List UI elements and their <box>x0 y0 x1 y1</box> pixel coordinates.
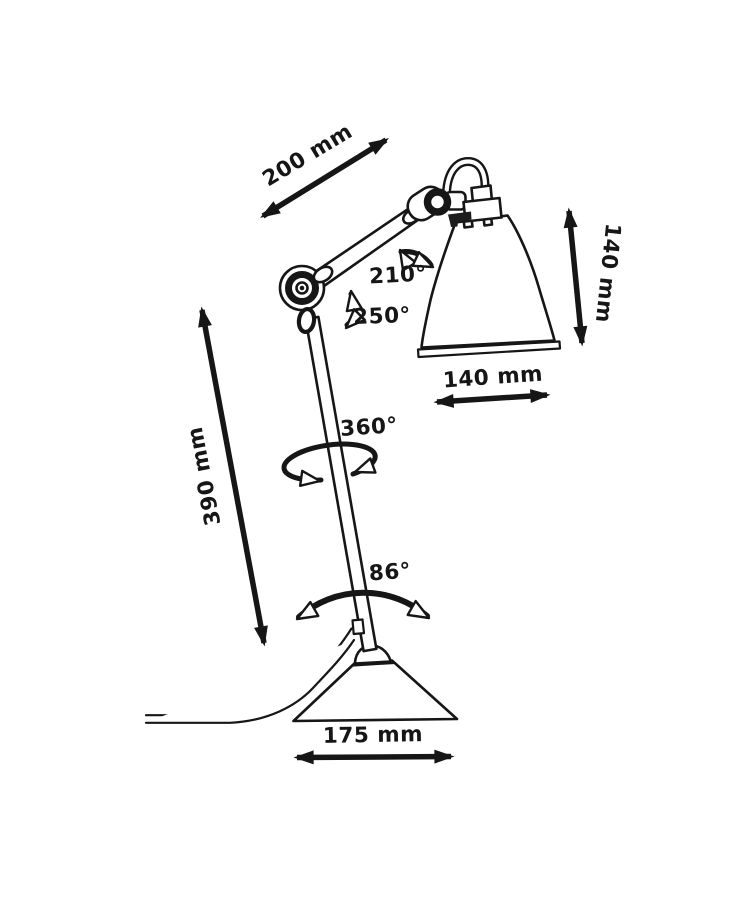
elbow-knob <box>312 265 334 284</box>
lamp-head <box>406 156 490 222</box>
lamp-shade <box>416 214 562 359</box>
stem-cable-clip <box>351 618 366 636</box>
dim-label-arm-length: 200 mm <box>258 119 357 192</box>
angle-arrow-elbow-rotation <box>344 289 366 330</box>
dim-label-base-diameter: 175 mm <box>323 722 424 749</box>
dim-arrow-stem-height <box>198 306 268 647</box>
dim-label-shade-height: 140 mm <box>590 222 625 324</box>
lamp-stem <box>304 315 378 653</box>
dim-label-shade-diameter: 140 mm <box>442 362 544 394</box>
head-pivot <box>423 188 452 216</box>
dim-arrow-shade-diameter <box>433 389 551 408</box>
elbow-joint <box>278 264 334 335</box>
shade-rim <box>416 340 562 359</box>
angle-arrow-base-swivel <box>295 589 431 621</box>
dim-arrow-arm-length <box>260 137 389 219</box>
power-cable <box>144 627 356 724</box>
angle-label-base-swivel: 86° <box>368 559 412 587</box>
angle-arrow-stem-rotation <box>281 441 378 487</box>
angle-label-stem-rotation: 360° <box>339 413 398 442</box>
angle-arrow-shade-rotation <box>398 248 435 272</box>
shade-bracket <box>448 211 472 227</box>
dim-arrow-base-diameter <box>293 749 455 765</box>
elbow-lower-knob <box>296 306 317 335</box>
dim-arrow-shade-height <box>563 207 588 347</box>
angle-label-elbow-rotation: 250° <box>353 303 411 330</box>
dim-label-stem-height: 390 mm <box>183 425 227 528</box>
angle-label-shade-rotation: 210° <box>369 262 428 290</box>
lamp-socket <box>448 184 503 227</box>
